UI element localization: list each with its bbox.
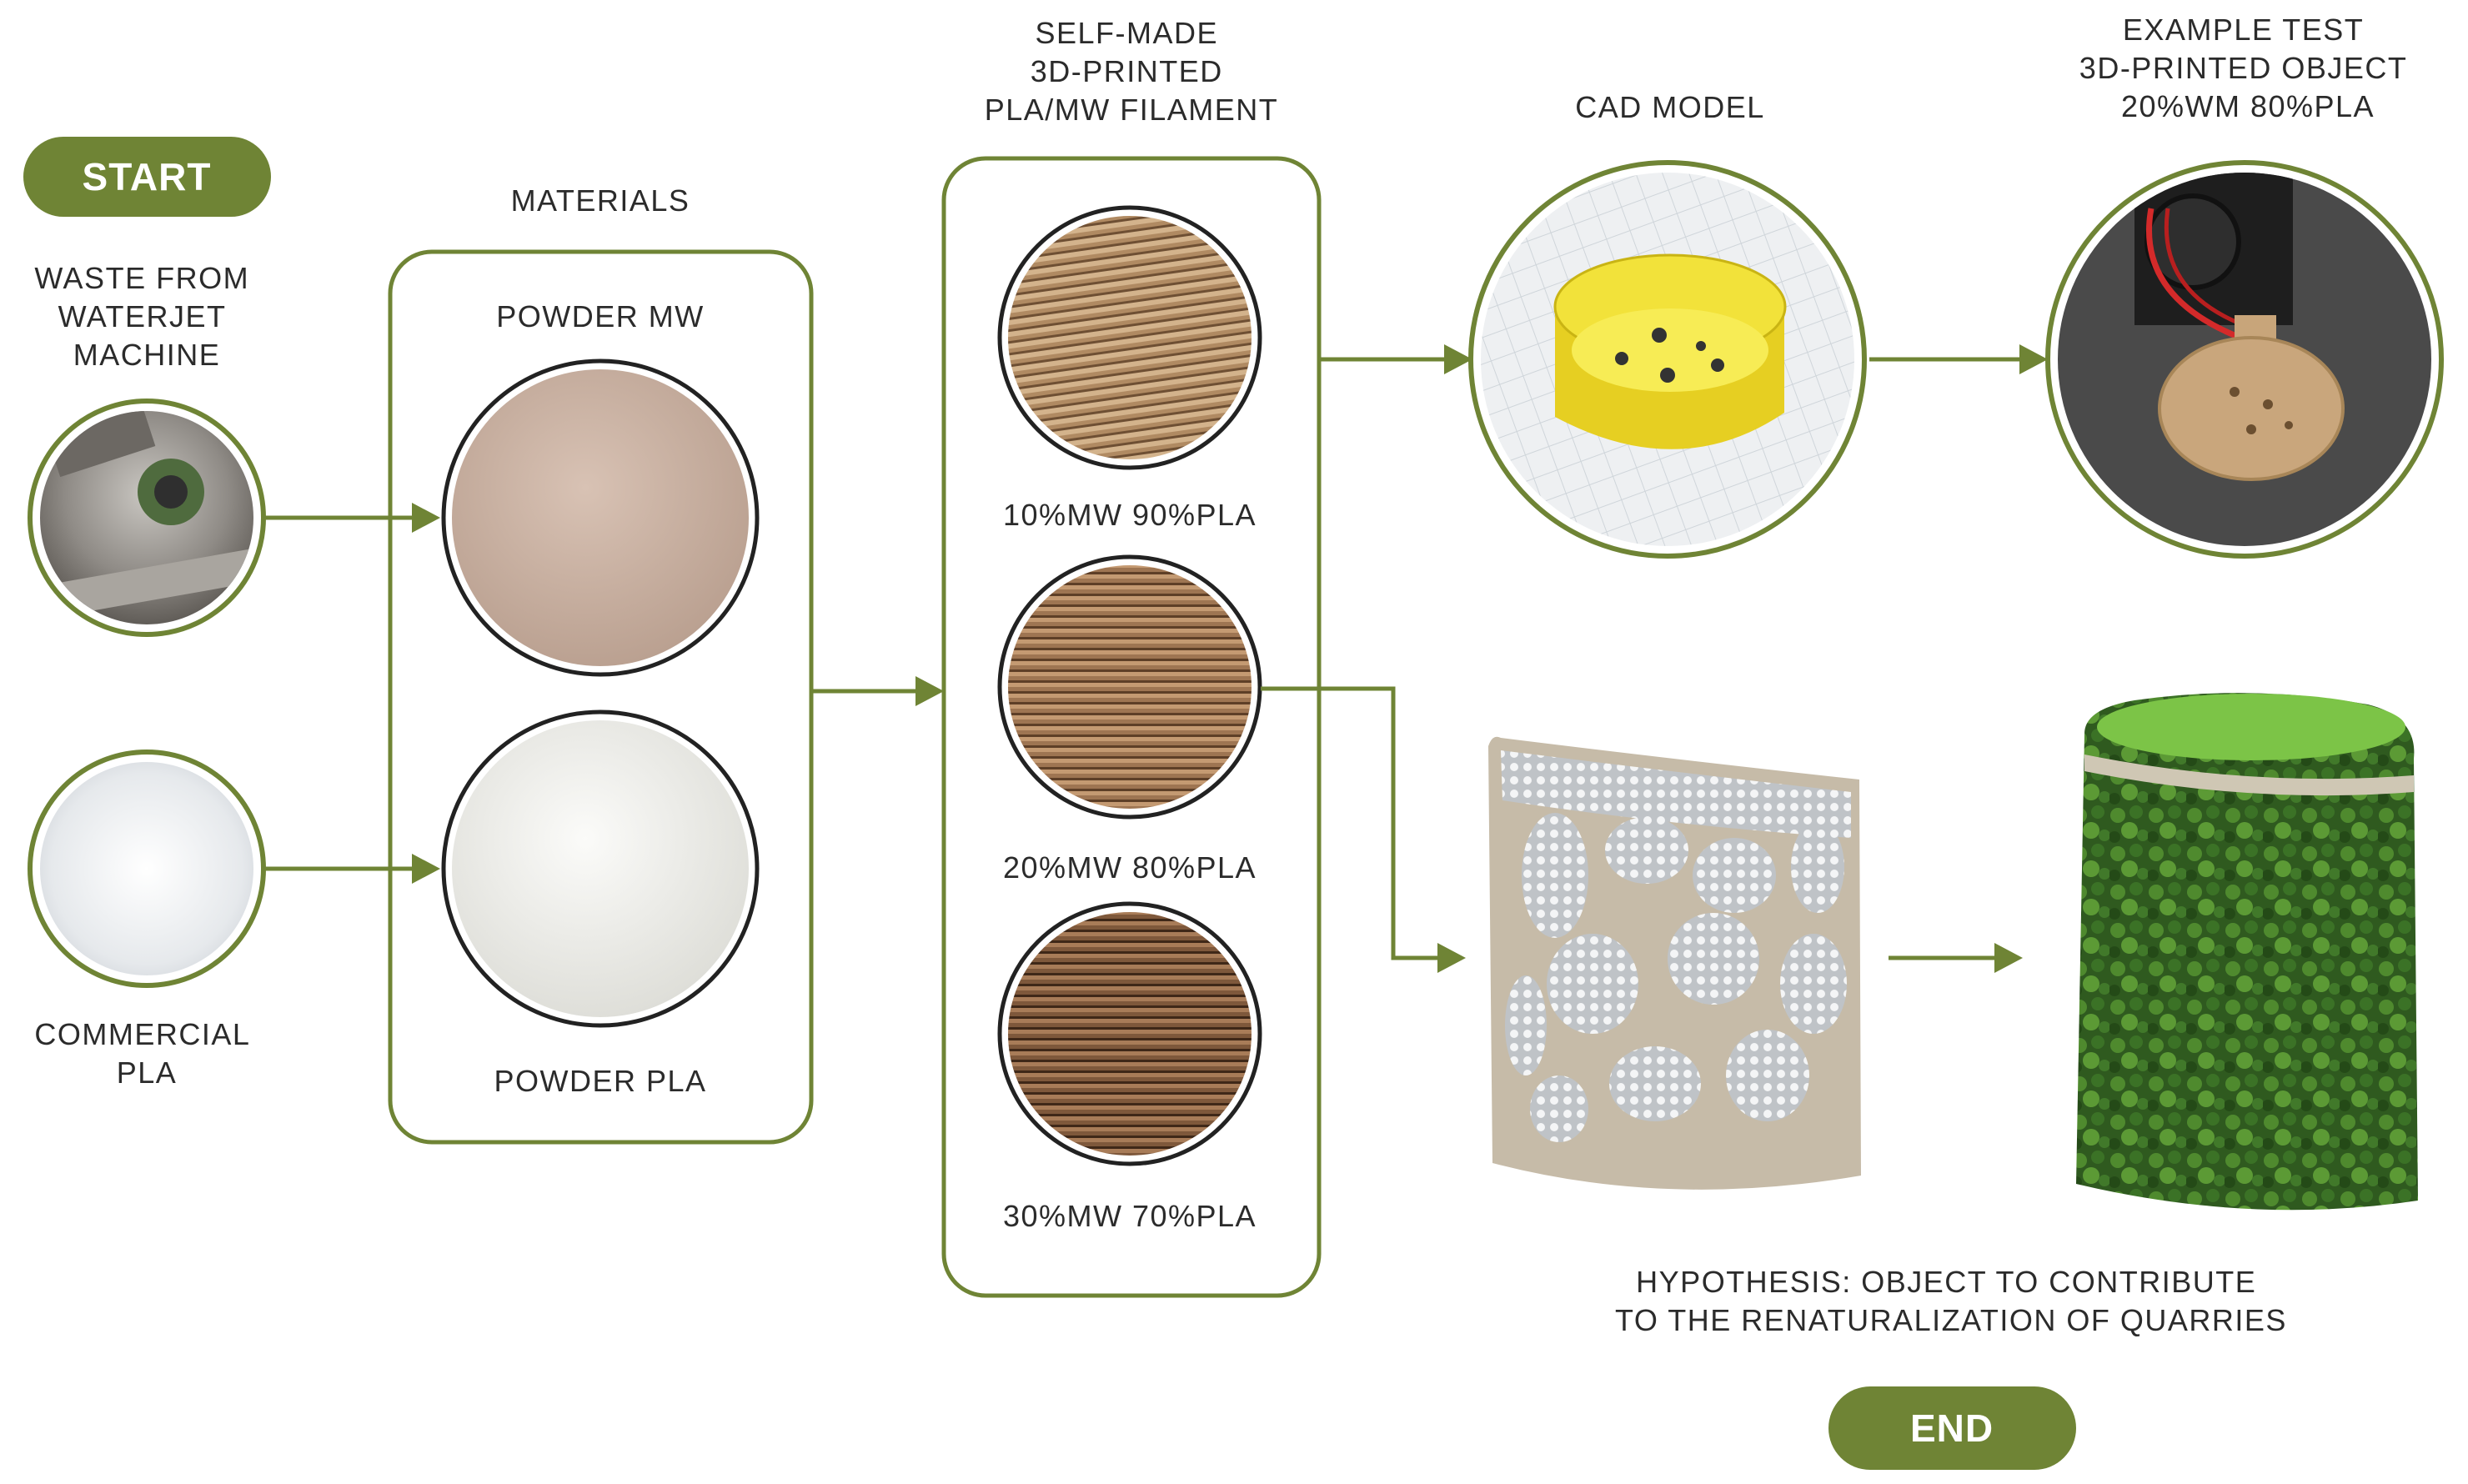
waste-waterjet-image bbox=[28, 399, 266, 637]
filament-20-image bbox=[997, 554, 1262, 820]
start-label: START bbox=[83, 155, 212, 198]
printed-lattice-object-image bbox=[1488, 736, 1861, 1190]
arrow-materials-to-filament bbox=[813, 676, 944, 706]
end-label: END bbox=[1910, 1406, 1994, 1450]
commercial-pla-label: COMMERCIAL PLA bbox=[34, 1017, 258, 1090]
materials-box bbox=[388, 249, 814, 1145]
powder-pla-label: POWDER PLA bbox=[494, 1064, 706, 1098]
start-pill: START bbox=[23, 137, 271, 217]
powder-mw-label: POWDER MW bbox=[496, 299, 704, 333]
cad-title: CAD MODEL bbox=[1575, 90, 1765, 124]
arrow-filament-to-hypothesis-object bbox=[1261, 686, 1466, 973]
example-title: EXAMPLE TEST 3D-PRINTED OBJECT 20%WM 80%… bbox=[2079, 13, 2416, 123]
filament-30-label: 30%MW 70%PLA bbox=[1003, 1199, 1257, 1233]
commercial-pla-image bbox=[28, 750, 266, 988]
vegetated-object-image bbox=[2076, 693, 2418, 1211]
hypothesis-text: HYPOTHESIS: OBJECT TO CONTRIBUTE TO THE … bbox=[1615, 1265, 2287, 1337]
example-printed-object-image bbox=[2045, 160, 2444, 559]
arrow-cad-to-example bbox=[1869, 344, 2048, 374]
filament-20-label: 20%MW 80%PLA bbox=[1003, 850, 1257, 885]
end-pill: END bbox=[1828, 1386, 2076, 1470]
filament-10-image bbox=[997, 205, 1262, 470]
arrow-pla-to-materials bbox=[263, 854, 440, 884]
arrow-object-to-vegetated bbox=[1889, 943, 2023, 973]
materials-title: MATERIALS bbox=[511, 183, 690, 218]
filament-10-label: 10%MW 90%PLA bbox=[1003, 498, 1257, 532]
filament-30-image bbox=[997, 901, 1262, 1166]
cad-model-image bbox=[1468, 160, 1867, 559]
filament-title: SELF-MADE 3D-PRINTED PLA/MW FILAMENT bbox=[985, 16, 1279, 127]
arrow-waste-to-materials bbox=[263, 503, 440, 533]
arrow-filament-to-cad bbox=[1319, 344, 1472, 374]
powder-pla-image bbox=[441, 709, 760, 1028]
powder-mw-image bbox=[441, 358, 760, 677]
filament-box bbox=[941, 156, 1322, 1298]
waste-label: WASTE FROM WATERJET MACHINE bbox=[34, 261, 258, 372]
